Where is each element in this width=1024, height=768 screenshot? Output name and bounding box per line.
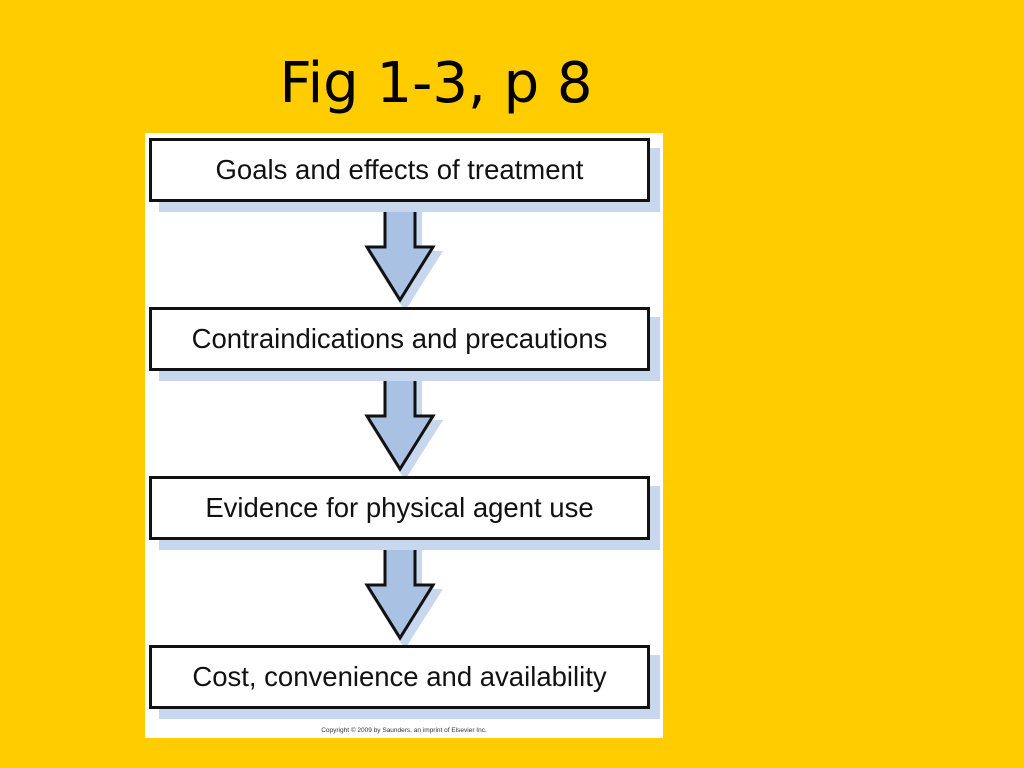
flow-arrows	[364, 203, 443, 649]
copyright-notice: Copyright © 2009 by Saunders, an imprint…	[321, 727, 487, 734]
step-box-contraindications: Contraindications and precautions	[149, 307, 650, 371]
down-arrow-3	[364, 541, 443, 649]
step-label: Evidence for physical agent use	[205, 492, 594, 523]
slide-title: Fig 1-3, p 8	[279, 51, 593, 116]
step-label: Contraindications and precautions	[191, 323, 608, 354]
step-label: Cost, convenience and availability	[192, 661, 607, 692]
down-arrow-2	[364, 372, 443, 480]
step-label: Goals and effects of treatment	[215, 154, 584, 185]
down-arrow-1	[364, 203, 443, 311]
step-box-cost: Cost, convenience and availability	[149, 645, 650, 709]
flowchart-figure: Goals and effects of treatment Contraind…	[145, 133, 663, 738]
step-box-evidence: Evidence for physical agent use	[149, 476, 650, 540]
step-box-goals: Goals and effects of treatment	[149, 138, 650, 202]
